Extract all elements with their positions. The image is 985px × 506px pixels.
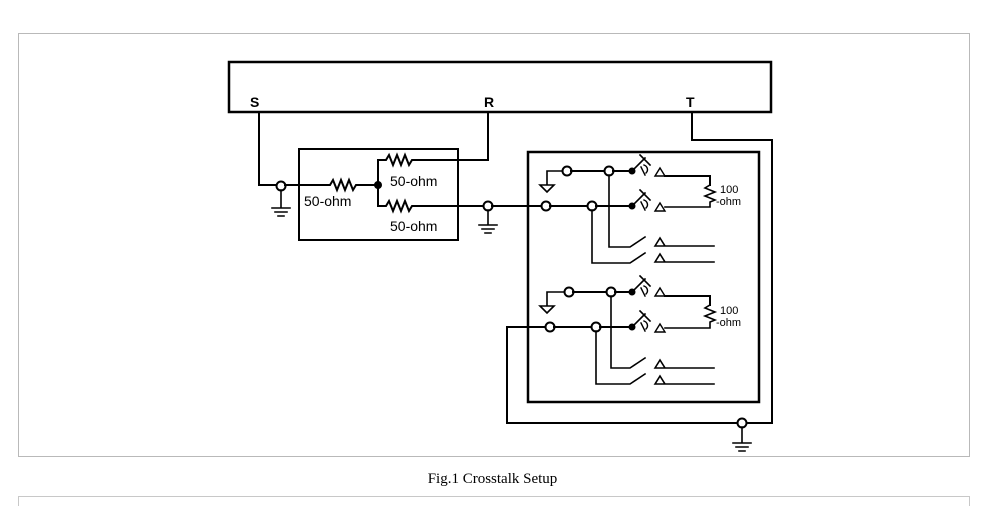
upper-switch-block <box>538 153 718 264</box>
port-label-s: S <box>250 94 259 110</box>
t-node <box>736 417 748 429</box>
upper-switch-ground-icon <box>538 170 563 194</box>
label-splitter-lower: 50-ohm <box>390 218 437 234</box>
lower-switch-block <box>538 274 718 385</box>
resistor-splitter-in <box>284 177 379 193</box>
t-port-wire <box>506 111 773 424</box>
port-label-r: R <box>484 94 494 110</box>
next-section-border <box>18 496 970 506</box>
figure-frame <box>18 33 970 457</box>
label-termination-lower-unit: -ohm <box>716 317 741 329</box>
label-splitter-upper: 50-ohm <box>390 173 437 189</box>
s-ground-icon <box>271 189 291 217</box>
resistor-splitter-lower <box>377 184 485 214</box>
label-termination-lower-value: 100 <box>720 305 738 317</box>
t-ground-icon <box>732 426 752 452</box>
splitter-box <box>298 148 459 241</box>
lower-switch-ground-icon <box>538 291 565 315</box>
instrument-box <box>227 60 773 114</box>
label-splitter-in: 50-ohm <box>304 193 351 209</box>
switch-matrix-box <box>526 150 761 404</box>
figure-caption: Fig.1 Crosstalk Setup <box>427 471 558 487</box>
port-label-t: T <box>686 94 695 110</box>
resistor-termination-lower <box>664 303 718 329</box>
resistor-splitter-upper <box>377 111 489 186</box>
splitter-ground-icon <box>478 209 498 234</box>
s-port-wire <box>258 111 280 186</box>
resistor-termination-upper <box>664 183 718 208</box>
label-termination-upper-value: 100 <box>720 184 738 196</box>
label-termination-upper-unit: -ohm <box>716 196 741 208</box>
